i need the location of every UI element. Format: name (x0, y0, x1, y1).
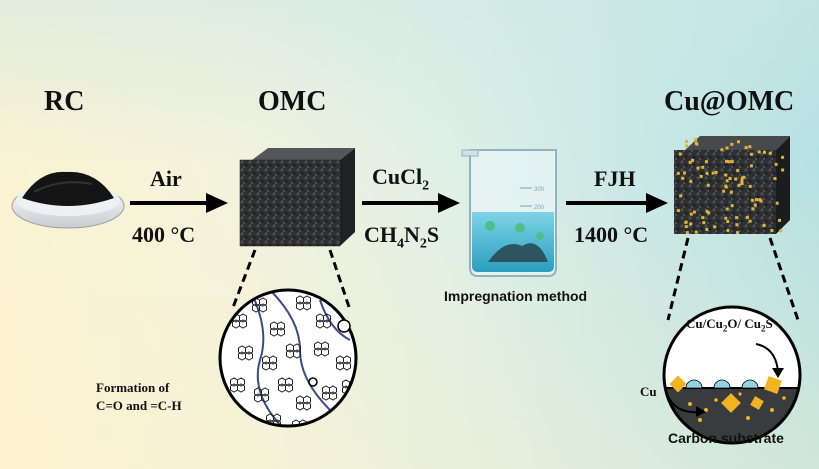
omc-cube-icon (239, 148, 355, 247)
arrow-cucl2 (362, 193, 460, 213)
rc-bowl-icon (11, 171, 125, 229)
stage-label-omc: OMC (258, 86, 327, 117)
zoom-line-left (230, 249, 257, 311)
arrow3-bottom-label: 1400 °C (574, 222, 649, 247)
arrow-fjh (566, 193, 668, 213)
omc-caption-line2: C=O and =C-H (96, 398, 182, 413)
zoom-line-right (328, 249, 352, 311)
stage-label-cu-omc: Cu@OMC (664, 86, 795, 117)
zoom-line-left-cu (666, 237, 690, 321)
beaker-mark-300: 300 (534, 187, 545, 193)
arrow3-top-label: FJH (594, 166, 636, 191)
zoom-line-right-cu (768, 237, 800, 321)
cu-label: Cu (640, 384, 657, 399)
omc-zoom-circle (218, 288, 358, 428)
beaker-mark-200: 200 (534, 205, 545, 211)
arrow-air (130, 193, 228, 213)
stage-label-rc: RC (44, 86, 85, 117)
carbon-substrate-label: Carbon substrate (668, 430, 784, 446)
arrow2-top-label: CuCl2 (372, 164, 430, 194)
beaker-caption: Impregnation method (444, 288, 588, 304)
cu-species-label: Cu/Cu2O/ Cu2S (686, 316, 773, 334)
arrow1-bottom-label: 400 °C (132, 222, 196, 247)
arrow1-top-label: Air (150, 166, 182, 191)
cu-omc-cube-icon (674, 136, 790, 235)
arrow2-bottom-label: CH4N2S (364, 222, 440, 252)
beaker-icon (461, 149, 557, 277)
omc-caption-line1: Formation of (96, 380, 170, 395)
